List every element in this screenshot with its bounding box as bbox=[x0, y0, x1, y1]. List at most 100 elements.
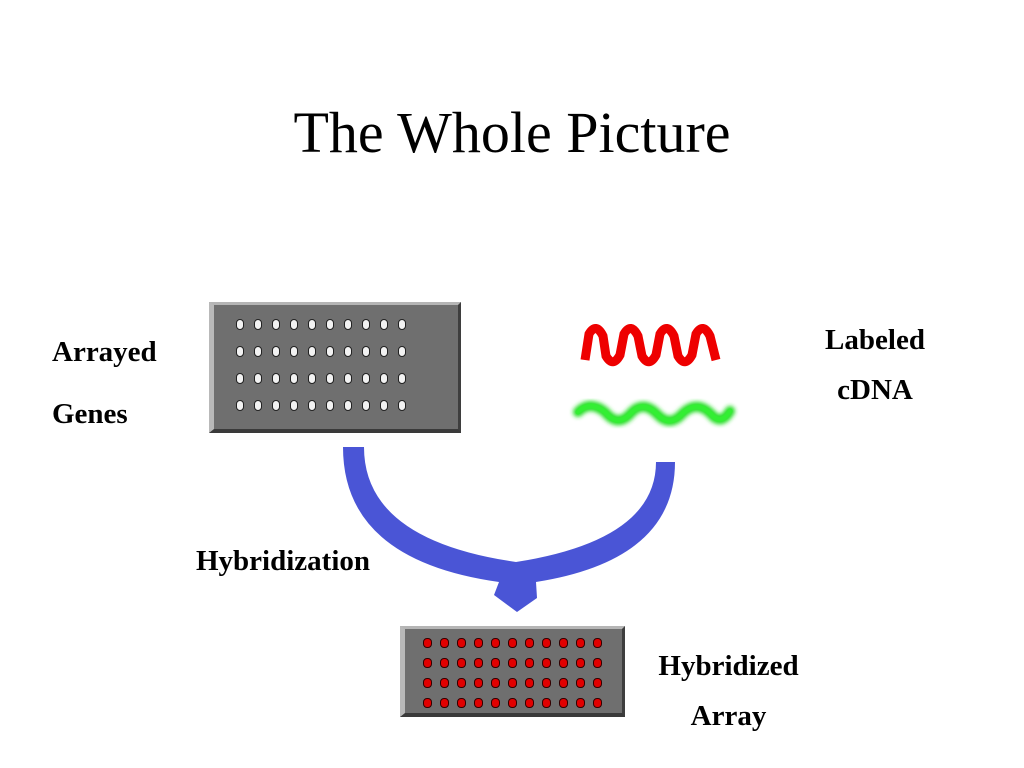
hybridized-spot bbox=[474, 658, 483, 668]
hybridized-spot bbox=[525, 658, 534, 668]
label-genes: Genes bbox=[52, 398, 128, 430]
hybridized-spot bbox=[440, 698, 449, 708]
hybridized-spot bbox=[474, 678, 483, 688]
hybridized-spot bbox=[457, 678, 466, 688]
unlabeled-spot bbox=[362, 400, 370, 411]
hybridized-spot bbox=[542, 638, 551, 648]
hybridized-array-chip bbox=[400, 626, 625, 717]
unlabeled-spot bbox=[398, 400, 406, 411]
label-array: Array bbox=[690, 700, 767, 732]
unlabeled-spot bbox=[326, 319, 334, 330]
unlabeled-spot bbox=[362, 346, 370, 357]
hybridized-spot bbox=[491, 638, 500, 648]
label-arrayed: Arrayed bbox=[52, 336, 157, 368]
hybridized-spot bbox=[423, 698, 432, 708]
hybridized-spot bbox=[440, 638, 449, 648]
hybridized-spot bbox=[542, 658, 551, 668]
hybridized-spot bbox=[508, 638, 517, 648]
hybridized-spot bbox=[457, 658, 466, 668]
hybridized-spot bbox=[508, 678, 517, 688]
green-cdna-strand-core-icon bbox=[575, 403, 733, 424]
hybridized-spot bbox=[491, 698, 500, 708]
unlabeled-spot bbox=[236, 400, 244, 411]
unlabeled-spot bbox=[272, 373, 280, 384]
arrayed-genes-chip bbox=[209, 302, 461, 433]
unlabeled-spot bbox=[308, 346, 316, 357]
unlabeled-spot bbox=[254, 319, 262, 330]
hybridized-spot bbox=[508, 698, 517, 708]
unlabeled-spot bbox=[308, 319, 316, 330]
hybridized-spot bbox=[491, 658, 500, 668]
hybridized-spot bbox=[576, 698, 585, 708]
unlabeled-spot bbox=[254, 346, 262, 357]
hybridization-merge-arrow-icon bbox=[343, 447, 675, 612]
hybridized-spot bbox=[576, 678, 585, 688]
hybridized-spot bbox=[474, 638, 483, 648]
slide-title: The Whole Picture bbox=[293, 100, 731, 165]
unlabeled-spot bbox=[290, 346, 298, 357]
hybridized-spot bbox=[423, 658, 432, 668]
unlabeled-spot bbox=[344, 400, 352, 411]
unlabeled-spot bbox=[362, 319, 370, 330]
hybridized-spot bbox=[423, 638, 432, 648]
unlabeled-spot bbox=[236, 319, 244, 330]
hybridized-spot bbox=[423, 678, 432, 688]
unlabeled-spot bbox=[308, 373, 316, 384]
unlabeled-spot bbox=[290, 319, 298, 330]
hybridized-spot bbox=[491, 678, 500, 688]
label-hybridized: Hybridized bbox=[658, 650, 799, 682]
hybridized-spot bbox=[508, 658, 517, 668]
unlabeled-spot bbox=[272, 346, 280, 357]
hybridized-spot bbox=[576, 638, 585, 648]
hybridized-spot bbox=[457, 698, 466, 708]
label-cdna: cDNA bbox=[837, 374, 913, 406]
hybridized-spot bbox=[593, 678, 602, 688]
hybridized-spot bbox=[474, 698, 483, 708]
unlabeled-spot bbox=[290, 373, 298, 384]
label-hybridization: Hybridization bbox=[196, 545, 371, 577]
unlabeled-spot bbox=[236, 373, 244, 384]
unlabeled-spot bbox=[326, 346, 334, 357]
unlabeled-spot bbox=[326, 373, 334, 384]
hybridized-spot-grid bbox=[419, 638, 606, 718]
hybridized-spot bbox=[440, 658, 449, 668]
unlabeled-spot bbox=[326, 400, 334, 411]
hybridized-spot bbox=[593, 638, 602, 648]
red-cdna-strand-icon bbox=[580, 324, 721, 367]
hybridized-spot bbox=[559, 678, 568, 688]
unlabeled-spot bbox=[344, 319, 352, 330]
unlabeled-spot-grid bbox=[232, 319, 412, 427]
hybridized-spot bbox=[542, 698, 551, 708]
unlabeled-spot bbox=[272, 400, 280, 411]
hybridized-spot bbox=[457, 638, 466, 648]
unlabeled-spot bbox=[236, 346, 244, 357]
unlabeled-spot bbox=[290, 400, 298, 411]
unlabeled-spot bbox=[380, 346, 388, 357]
unlabeled-spot bbox=[380, 400, 388, 411]
hybridized-spot bbox=[576, 658, 585, 668]
hybridized-spot bbox=[542, 678, 551, 688]
unlabeled-spot bbox=[344, 346, 352, 357]
label-labeled: Labeled bbox=[825, 324, 925, 356]
unlabeled-spot bbox=[398, 319, 406, 330]
unlabeled-spot bbox=[254, 400, 262, 411]
hybridized-spot bbox=[593, 658, 602, 668]
unlabeled-spot bbox=[272, 319, 280, 330]
hybridized-spot bbox=[525, 678, 534, 688]
hybridized-spot bbox=[559, 698, 568, 708]
unlabeled-spot bbox=[380, 373, 388, 384]
hybridized-spot bbox=[440, 678, 449, 688]
unlabeled-spot bbox=[362, 373, 370, 384]
unlabeled-spot bbox=[308, 400, 316, 411]
unlabeled-spot bbox=[398, 346, 406, 357]
unlabeled-spot bbox=[398, 373, 406, 384]
hybridized-spot bbox=[525, 698, 534, 708]
hybridized-spot bbox=[559, 638, 568, 648]
unlabeled-spot bbox=[344, 373, 352, 384]
hybridized-spot bbox=[525, 638, 534, 648]
hybridized-spot bbox=[593, 698, 602, 708]
hybridized-spot bbox=[559, 658, 568, 668]
unlabeled-spot bbox=[380, 319, 388, 330]
unlabeled-spot bbox=[254, 373, 262, 384]
